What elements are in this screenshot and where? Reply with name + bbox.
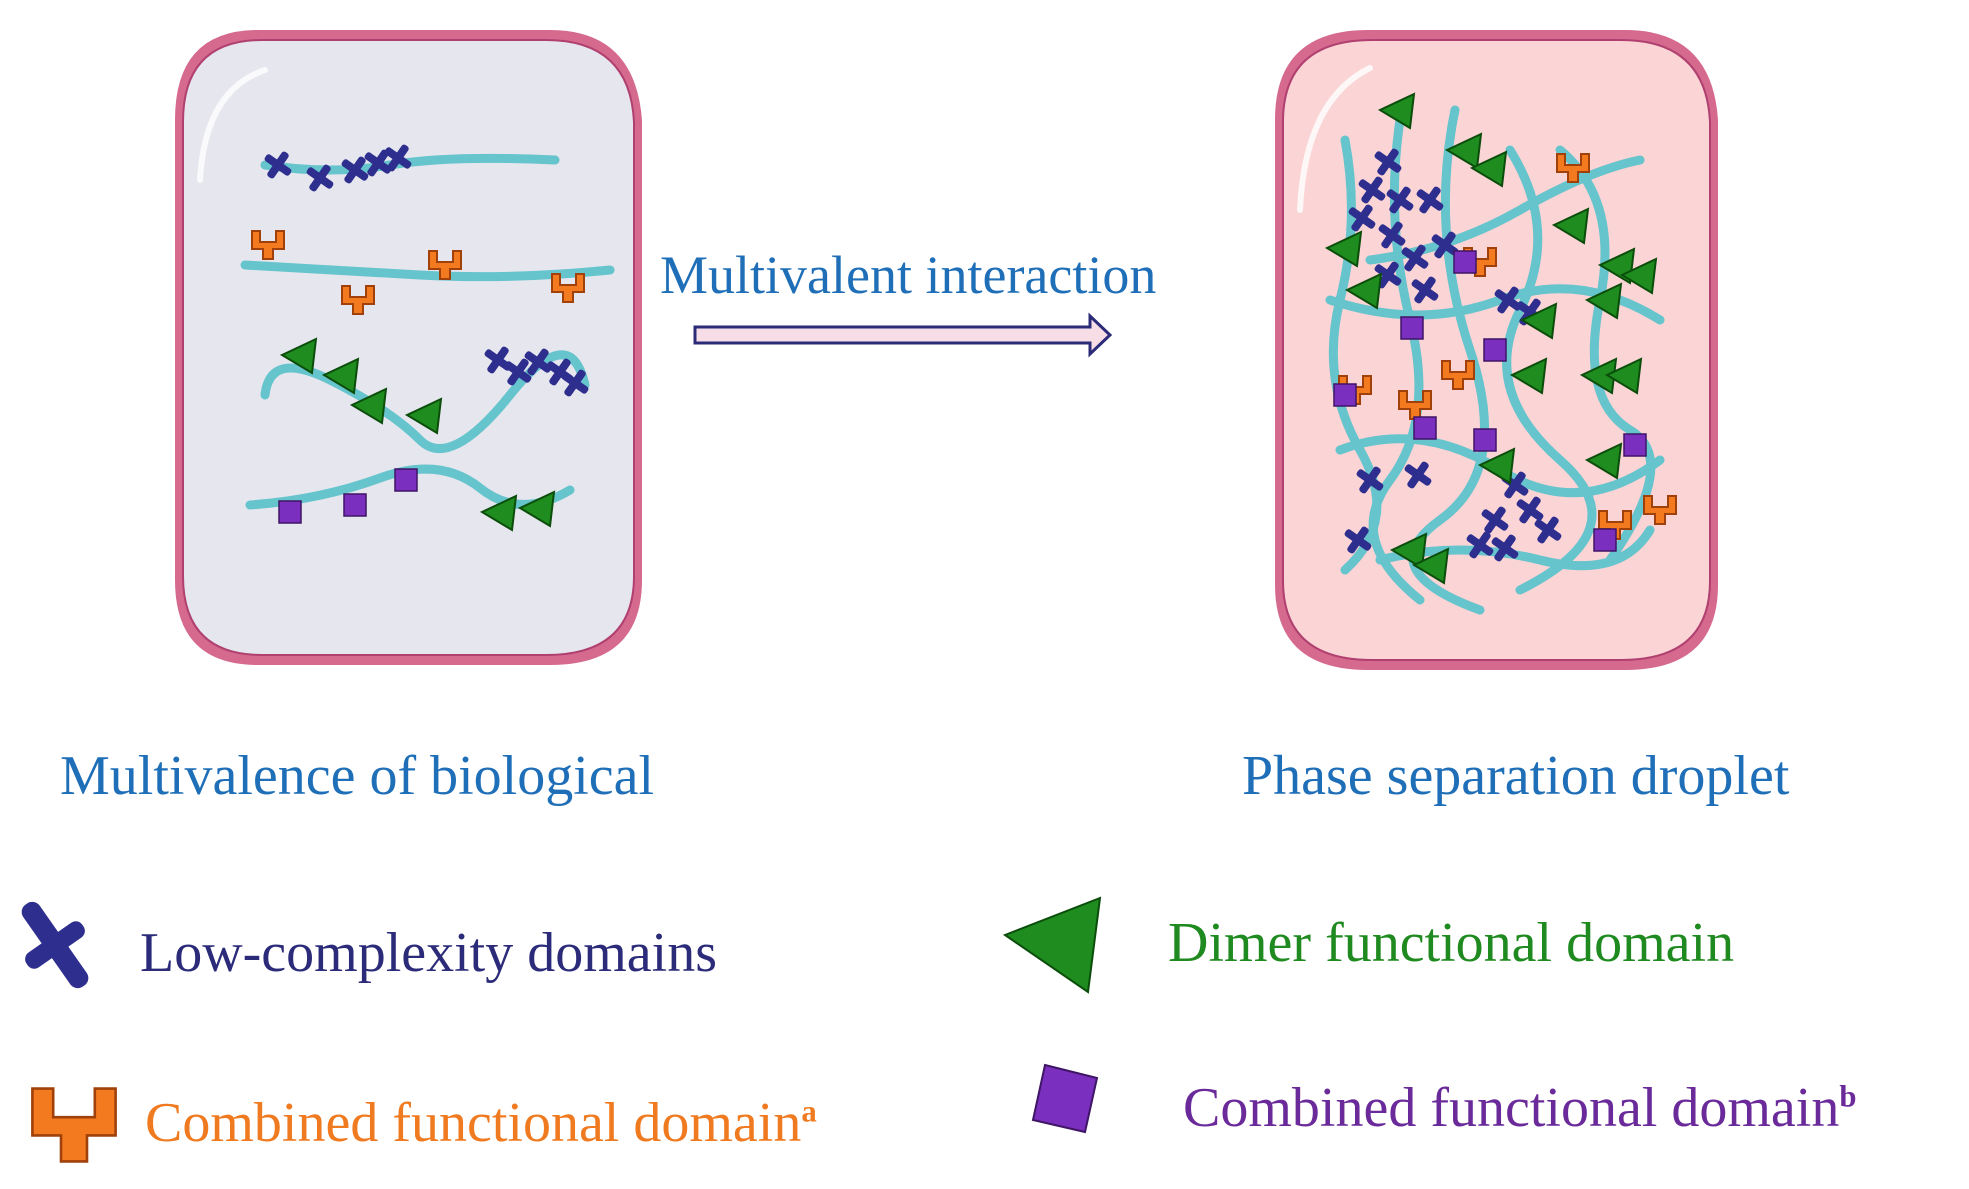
interaction-arrow <box>693 312 1113 358</box>
right-cell <box>1275 30 1718 670</box>
green-triangle-icon <box>1002 896 1102 994</box>
legend-combined-b-sup: b <box>1839 1079 1857 1114</box>
legend-combined-b-label: Combined functional domainb <box>1183 1077 1857 1139</box>
left-caption: Multivalence of biological <box>60 745 655 807</box>
arrow-label: Multivalent interaction <box>660 245 1157 305</box>
legend-combined-a-sup: a <box>801 1094 817 1129</box>
blue-x-icon <box>21 901 89 989</box>
legend-combined-a-label: Combined functional domaina <box>145 1092 817 1154</box>
orange-clamp-icon <box>31 1087 117 1163</box>
legend-dimer-label: Dimer functional domain <box>1168 912 1735 974</box>
right-caption: Phase separation droplet <box>1242 745 1790 807</box>
legend-low-complexity-label: Low-complexity domains <box>140 922 718 984</box>
left-cell <box>175 30 642 665</box>
purple-square-icon <box>1031 1063 1099 1134</box>
